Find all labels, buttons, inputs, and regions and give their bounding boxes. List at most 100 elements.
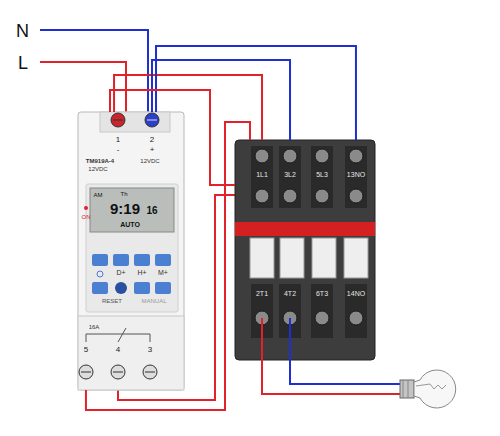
button-label: H+ [137, 269, 146, 276]
wire [156, 46, 356, 140]
timer-housing [100, 112, 170, 132]
contactor-housing [235, 140, 375, 360]
contactor-housing [279, 146, 301, 208]
timer-buttons [155, 254, 171, 266]
supply-wires [40, 30, 148, 113]
timer-switch: 12-+TM919A-412VDC12VDCONAMTh9:1916AUTOD+… [78, 112, 184, 390]
relay-symbol [118, 328, 126, 342]
terminal-number: 3 [148, 346, 152, 354]
light-bulb [408, 380, 409, 398]
relay-symbol [86, 334, 150, 342]
timer-housing [147, 120, 157, 121]
timer-buttons [115, 282, 127, 294]
display-seconds: 16 [146, 206, 157, 216]
timer-terminals [143, 365, 157, 379]
contactor-housing [311, 146, 333, 208]
terminal-number: 4 [116, 346, 120, 354]
model-name: TM919A-4 [86, 158, 114, 164]
wire [114, 75, 262, 140]
terminal-number: 2 [150, 136, 154, 144]
contactor-screws [315, 311, 329, 325]
terminal-label: 14NO [347, 290, 365, 297]
line-label: L [18, 54, 28, 72]
display-mode: AUTO [120, 221, 140, 228]
timer-housing [145, 113, 159, 127]
contactor-housing [344, 238, 368, 278]
terminal-number: 1 [116, 136, 120, 144]
timer-terminals [113, 372, 123, 373]
display-time: 9:19 [110, 201, 140, 216]
contactor-screws [255, 149, 269, 163]
button-label: MANUAL [141, 298, 166, 304]
terminal-label: 5L3 [316, 171, 328, 178]
timer-housing [78, 112, 184, 390]
light-bulb [416, 384, 446, 389]
timer-terminals [79, 365, 157, 379]
timer-buttons [134, 254, 150, 266]
contactor-housing [312, 238, 336, 278]
polarity-mark: - [117, 146, 120, 154]
contactor-screws [255, 149, 363, 325]
contactor-housing [345, 146, 367, 208]
contactor-screws [315, 149, 329, 163]
terminal-label: 6T3 [316, 290, 328, 297]
load-wires [290, 318, 401, 384]
relay-rating: 16A [89, 324, 100, 330]
contactor-screws [315, 189, 329, 203]
timer-terminals [81, 372, 91, 373]
timer-terminals [145, 372, 155, 373]
voltage-rating: 12VDC [88, 166, 107, 172]
timer-housing [84, 206, 88, 210]
timer-housing [113, 120, 123, 121]
indicator-label: ON [82, 214, 91, 220]
contactor-screws [349, 311, 363, 325]
terminal-label: 4T2 [284, 290, 296, 297]
contactor-housing [251, 146, 273, 208]
terminal-label: 2T1 [256, 290, 268, 297]
contactor-housing [345, 284, 367, 338]
wire [110, 90, 235, 185]
terminal-label: 3L2 [284, 171, 296, 178]
display-text: AM [94, 192, 103, 198]
button-label: RESET [102, 298, 122, 304]
contactor-screws [283, 189, 297, 203]
timer-buttons [155, 282, 171, 294]
relay-symbol [86, 328, 150, 342]
contactor-housing [235, 222, 375, 236]
timer-housing [78, 112, 184, 390]
button-label: D+ [116, 269, 125, 276]
timer-housing [78, 316, 184, 390]
terminal-number: 5 [84, 346, 88, 354]
timer-buttons [92, 282, 108, 294]
light-bulb [403, 380, 404, 398]
contactor-housing [235, 140, 375, 360]
timer-terminals [111, 365, 125, 379]
timer-buttons [113, 254, 129, 266]
polarity-mark: + [150, 146, 155, 154]
timer-terminals [79, 365, 93, 379]
wire [152, 60, 290, 140]
timer-housing [111, 113, 125, 127]
light-bulb [414, 370, 456, 408]
contactor-screws [349, 149, 363, 163]
contactor-housing [250, 238, 274, 278]
timer-display [90, 188, 174, 232]
load-wires [262, 318, 401, 394]
timer-housing [86, 184, 178, 312]
light-bulb [400, 380, 414, 398]
contactor-housing [280, 238, 304, 278]
contactor-screws [283, 149, 297, 163]
terminal-label: 13NO [347, 171, 365, 178]
button-label: M+ [158, 269, 168, 276]
timer-display [90, 188, 174, 232]
contactor: 1L13L25L313NO2T14T26T314NO [235, 140, 375, 360]
timer-buttons [134, 282, 150, 294]
timer-buttons [97, 271, 103, 277]
line-label: N [16, 22, 29, 40]
wire [86, 122, 250, 410]
light-bulb [400, 370, 456, 408]
voltage-rating: 12VDC [140, 158, 159, 164]
